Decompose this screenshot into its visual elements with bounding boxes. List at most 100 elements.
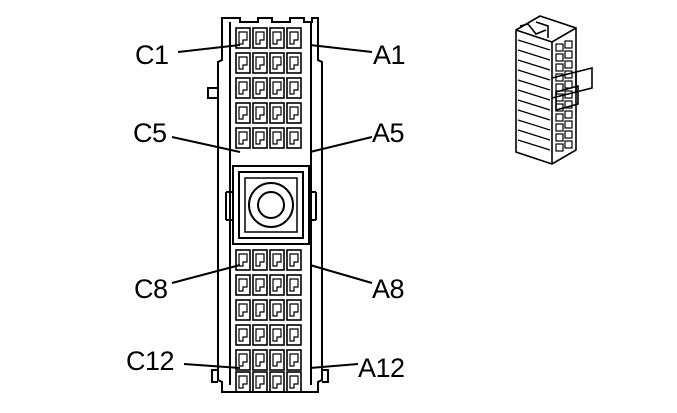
label-a12: A12 xyxy=(358,353,405,383)
pin-terminal xyxy=(238,31,248,45)
iso-rib xyxy=(517,139,551,151)
leader-a12 xyxy=(309,363,359,369)
isometric-cavity-grid xyxy=(517,39,573,152)
iso-cavity xyxy=(564,130,573,139)
pin-cavity xyxy=(235,127,251,149)
connector-face-view xyxy=(207,17,329,393)
iso-cavity xyxy=(555,123,564,132)
pin-cavity xyxy=(269,349,285,371)
pin-terminal xyxy=(289,31,299,45)
pin-cavity xyxy=(235,349,251,371)
pin-cavity xyxy=(252,27,268,49)
iso-cavity xyxy=(564,90,573,99)
pin-cavity xyxy=(269,27,285,49)
pin-cavity xyxy=(269,371,285,393)
pin-cavity xyxy=(235,324,251,346)
pin-cavity xyxy=(286,249,302,271)
iso-cavity xyxy=(555,83,564,92)
iso-rib xyxy=(517,69,551,81)
pin-cavity xyxy=(252,127,268,149)
pin-terminal xyxy=(272,303,282,317)
leader-a1 xyxy=(309,44,373,53)
pin-terminal xyxy=(289,375,299,389)
pin-terminal xyxy=(255,106,265,120)
iso-cavity xyxy=(564,80,573,89)
iso-rib xyxy=(517,39,551,51)
leader-c1 xyxy=(177,44,241,53)
pin-terminal xyxy=(289,278,299,292)
iso-rib xyxy=(517,79,551,91)
pin-cavity xyxy=(252,52,268,74)
pin-terminal xyxy=(272,328,282,342)
iso-cavity xyxy=(555,43,564,52)
pin-terminal xyxy=(289,56,299,70)
pin-cavity xyxy=(286,77,302,99)
pin-terminal xyxy=(289,253,299,267)
pin-cavity xyxy=(269,274,285,296)
iso-rib xyxy=(517,119,551,131)
center-jack-frame xyxy=(232,165,310,245)
pin-terminal xyxy=(272,375,282,389)
pin-terminal xyxy=(289,353,299,367)
center-jack-outer xyxy=(248,182,294,228)
leader-c5 xyxy=(171,136,241,153)
pin-terminal xyxy=(272,56,282,70)
leader-c12 xyxy=(183,363,241,369)
iso-rib xyxy=(517,59,551,71)
pin-cavity xyxy=(235,371,251,393)
pin-cavity xyxy=(235,102,251,124)
pin-cavity xyxy=(286,371,302,393)
pin-terminal xyxy=(289,303,299,317)
pin-terminal xyxy=(255,328,265,342)
pin-cavity xyxy=(286,349,302,371)
pin-terminal xyxy=(289,106,299,120)
iso-cavity xyxy=(564,110,573,119)
pin-cavity xyxy=(269,324,285,346)
label-a1: A1 xyxy=(373,40,406,70)
label-c1: C1 xyxy=(135,40,169,70)
iso-rib xyxy=(517,49,551,61)
pin-cavity xyxy=(235,249,251,271)
pin-terminal xyxy=(255,353,265,367)
pin-cavity xyxy=(286,102,302,124)
iso-cavity xyxy=(564,60,573,69)
iso-rib xyxy=(517,109,551,121)
iso-rib xyxy=(517,89,551,101)
iso-cavity xyxy=(555,143,564,152)
pin-cavity-grid xyxy=(235,27,302,393)
pin-terminal xyxy=(272,106,282,120)
pin-cavity xyxy=(286,324,302,346)
pin-cavity xyxy=(286,274,302,296)
iso-cavity xyxy=(555,93,564,102)
pin-cavity xyxy=(269,77,285,99)
pin-cavity xyxy=(235,77,251,99)
pin-terminal xyxy=(255,56,265,70)
pin-terminal xyxy=(289,131,299,145)
iso-rib xyxy=(517,99,551,111)
pin-terminal xyxy=(272,353,282,367)
pin-cavity xyxy=(286,127,302,149)
connector-isometric-view xyxy=(515,15,593,165)
pin-terminal xyxy=(255,375,265,389)
pin-terminal xyxy=(238,106,248,120)
pin-terminal xyxy=(255,278,265,292)
pin-cavity xyxy=(269,249,285,271)
pin-cavity xyxy=(235,52,251,74)
label-c5: C5 xyxy=(133,118,167,148)
pin-terminal xyxy=(289,81,299,95)
pin-terminal xyxy=(238,278,248,292)
label-a5: A5 xyxy=(372,118,405,148)
pin-terminal xyxy=(238,353,248,367)
iso-cavity xyxy=(564,100,573,109)
pin-cavity xyxy=(252,299,268,321)
pin-terminal xyxy=(289,328,299,342)
pin-terminal xyxy=(238,81,248,95)
label-c8: C8 xyxy=(134,274,168,304)
pin-cavity xyxy=(269,299,285,321)
pin-terminal xyxy=(272,31,282,45)
pin-cavity xyxy=(269,52,285,74)
pin-cavity xyxy=(252,349,268,371)
pin-cavity xyxy=(252,249,268,271)
iso-cavity xyxy=(555,113,564,122)
